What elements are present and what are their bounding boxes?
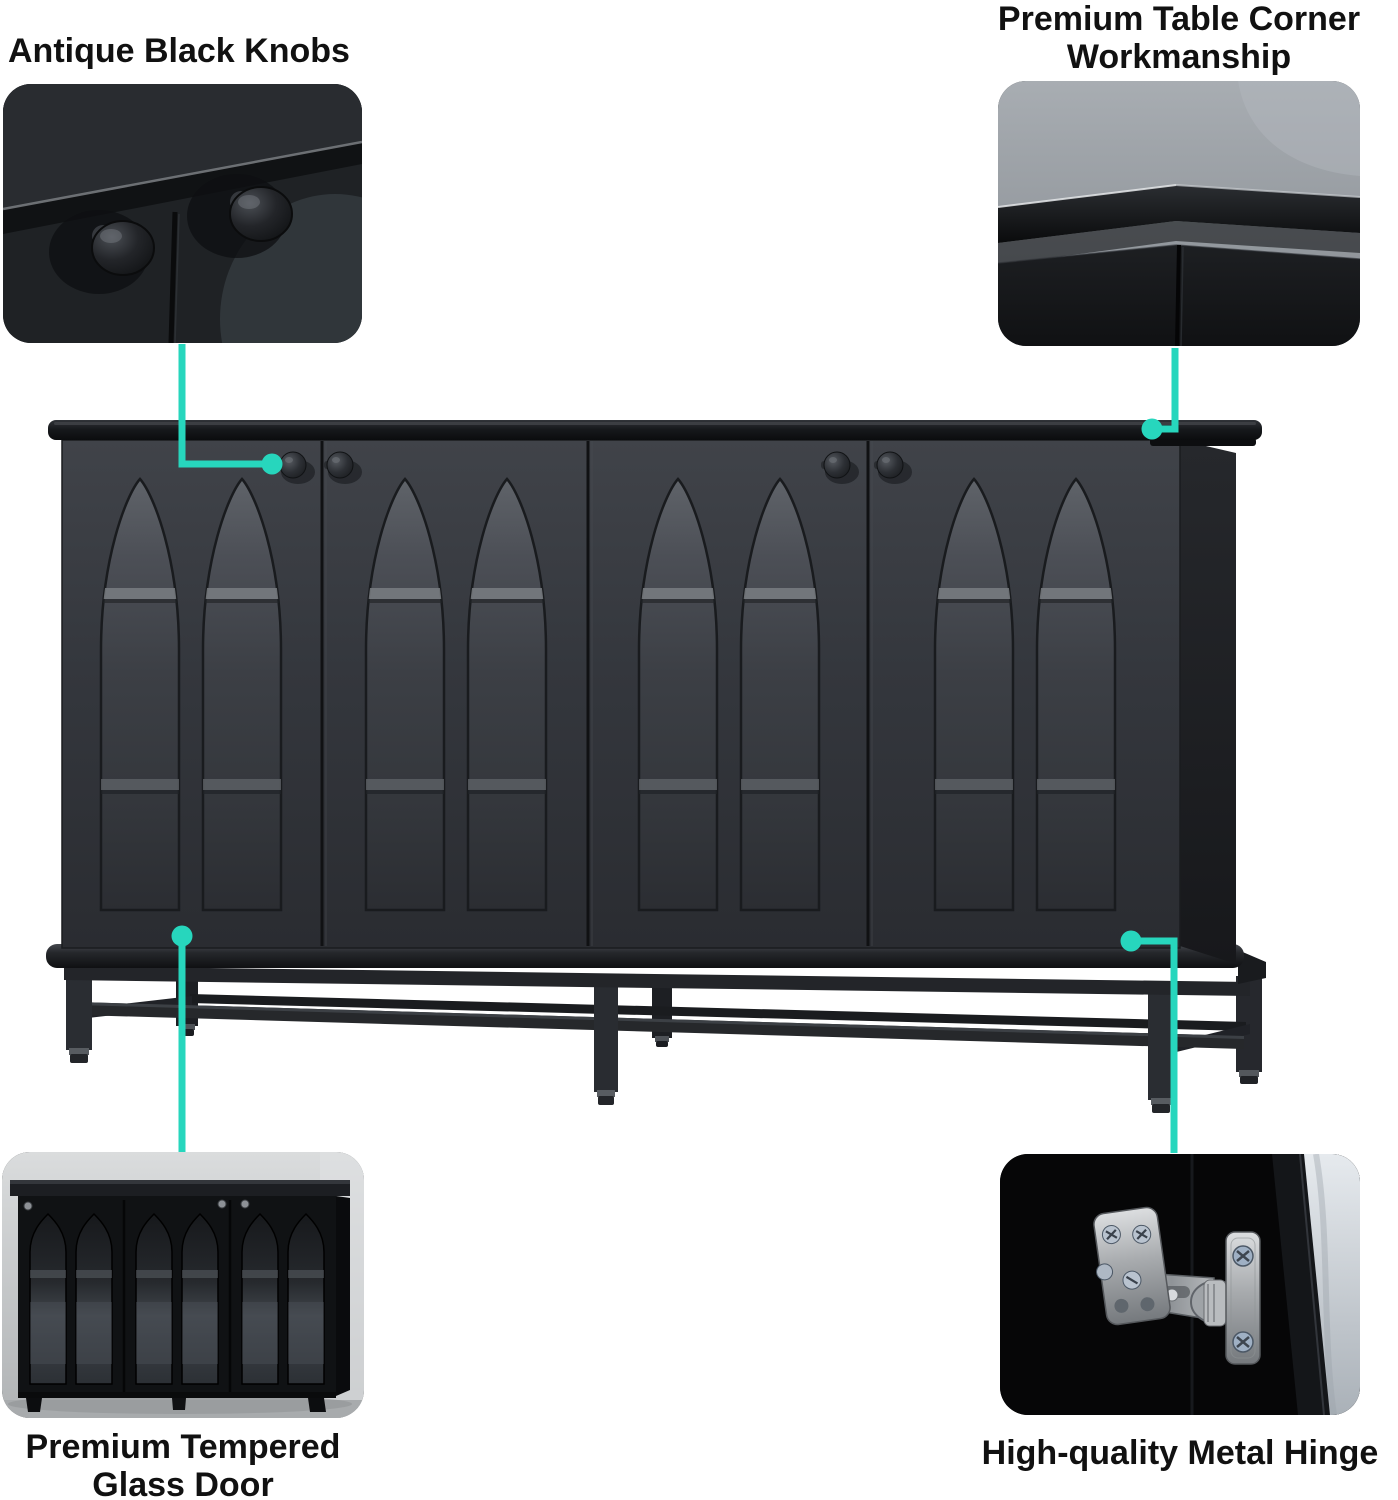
callout-connector-knobs [178,344,272,468]
base-apron [64,966,1250,996]
callout-dot-glass [171,925,193,947]
callout-title-hinge: High-quality Metal Hinge [981,1434,1379,1472]
callout-title-glass-door-line2: Glass Door [92,1466,274,1500]
callout-dot-corner [1141,418,1163,440]
cabinet-side-panel [1180,440,1236,964]
callout-title-glass-door-line1: Premium Tempered [25,1428,341,1466]
inset-photo-metal-hinge [1000,1154,1360,1415]
base-front-stretcher [78,1002,1244,1049]
mini-cabinet-front [18,1196,336,1396]
tabletop-edge [998,185,1360,243]
metal-base-front-legs [66,968,1174,1113]
callout-dot-hinge [1120,930,1142,952]
hinge-hardware [1093,1206,1261,1365]
mini-arched-windows [29,1212,325,1385]
arched-glass-windows [99,477,1117,912]
callout-title-table-corner-line2: Workmanship [1066,38,1292,76]
door-seams [320,441,873,946]
door-edge [1272,1154,1330,1415]
window-light [1300,1154,1360,1415]
callout-title-glass-door: Premium Tempered Glass Door [0,1428,366,1500]
callout-connector-hinge [1131,937,1178,1153]
callout-dot-knobs [261,453,283,475]
callout-title-table-corner: Premium Table Corner Workmanship [968,0,1390,76]
callout-title-knobs: Antique Black Knobs [8,32,350,70]
antique-knob-right [229,186,293,242]
callout-connector-corner [1153,348,1179,433]
base-molding-rail [46,944,1244,968]
inset-photo-knobs [3,84,362,343]
inset-photo-glass-door-cabinet [2,1152,364,1418]
door-knobs [277,451,912,484]
antique-knob-left [91,220,155,276]
callout-title-table-corner-line1: Premium Table Corner [997,0,1361,38]
inset-photo-table-corner [998,81,1360,346]
